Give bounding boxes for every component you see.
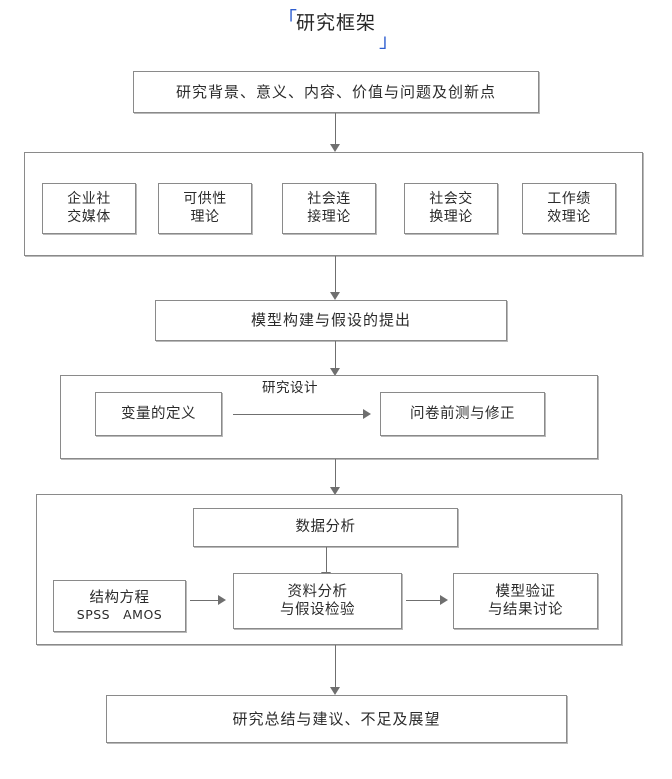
connector-theory-to-model [335, 256, 336, 292]
page-title: 「 研究框架 」 [0, 8, 672, 56]
connector-intro-to-theory [335, 113, 336, 144]
node-theory-4[interactable]: 社会交 换理论 [404, 183, 498, 234]
node-theory-2[interactable]: 可供性 理论 [158, 183, 252, 234]
node-theory-3-line1: 社会连 [307, 191, 351, 207]
node-structural-equation-line2: SPSS AMOS [76, 607, 163, 623]
node-structural-equation[interactable]: 结构方程 SPSS AMOS [53, 580, 186, 632]
node-hypothesis-test-line2: 与假设检验 [280, 602, 355, 618]
node-theory-5-line2: 效理论 [547, 208, 591, 225]
connector-model-to-design [335, 341, 336, 368]
node-intro-label: 研究背景、意义、内容、价值与问题及创新点 [175, 82, 496, 101]
node-structural-equation-line1: 结构方程 [89, 590, 150, 607]
node-theory-4-line2: 换理论 [429, 208, 473, 225]
node-questionnaire-pretest-label: 问卷前测与修正 [410, 405, 515, 422]
node-data-analysis-label: 数据分析 [295, 519, 356, 536]
page-title-text: 研究框架 [295, 12, 376, 34]
node-hypothesis-test-line1: 资料分析 [287, 583, 348, 600]
arrowhead-hypothesis-to-validation [440, 595, 448, 605]
node-conclusion[interactable]: 研究总结与建议、不足及展望 [106, 695, 567, 743]
node-data-analysis[interactable]: 数据分析 [193, 508, 458, 547]
arrowhead-design-to-analysis [330, 487, 340, 495]
node-hypothesis-test[interactable]: 资料分析 与假设检验 [233, 573, 402, 629]
arrowhead-variable-to-questionnaire [363, 409, 371, 419]
quote-close-icon: 」 [378, 30, 398, 52]
node-theory-1[interactable]: 企业社 交媒体 [42, 183, 136, 234]
quote-open-icon: 「 [277, 8, 297, 30]
node-theory-1-line2: 交媒体 [67, 208, 111, 225]
connector-hypothesis-to-validation [406, 600, 440, 601]
connector-design-to-analysis [335, 459, 336, 487]
arrowhead-model-to-design [330, 368, 340, 376]
node-theory-3[interactable]: 社会连 接理论 [282, 183, 376, 234]
node-model-validation-line1: 模型验证 [495, 583, 556, 600]
connector-variable-to-questionnaire [233, 414, 363, 415]
group-design-label: 研究设计 [262, 380, 318, 396]
node-model-label: 模型构建与假设的提出 [250, 311, 411, 330]
node-theory-5[interactable]: 工作绩 效理论 [522, 183, 616, 234]
connector-analysis-to-conclusion [335, 645, 336, 687]
arrowhead-intro-to-theory [330, 144, 340, 152]
arrowhead-theory-to-model [330, 292, 340, 300]
connector-dataanalysis-to-hypothesis [326, 547, 327, 572]
connector-sem-to-hypothesis [190, 600, 218, 601]
node-intro[interactable]: 研究背景、意义、内容、价值与问题及创新点 [133, 71, 539, 113]
node-conclusion-label: 研究总结与建议、不足及展望 [232, 709, 441, 728]
node-theory-4-line1: 社会交 [429, 191, 473, 207]
node-variable-definition-label: 变量的定义 [121, 405, 196, 422]
node-variable-definition[interactable]: 变量的定义 [95, 392, 222, 436]
node-theory-2-line2: 理论 [190, 208, 220, 225]
node-questionnaire-pretest[interactable]: 问卷前测与修正 [380, 392, 545, 436]
node-theory-2-line1: 可供性 [183, 191, 227, 207]
node-model-validation-line2: 与结果讨论 [488, 602, 563, 618]
arrowhead-analysis-to-conclusion [330, 687, 340, 695]
arrowhead-sem-to-hypothesis [218, 595, 226, 605]
node-model-validation[interactable]: 模型验证 与结果讨论 [453, 573, 598, 629]
node-theory-3-line2: 接理论 [307, 208, 351, 225]
node-theory-5-line1: 工作绩 [547, 191, 591, 207]
node-theory-1-line1: 企业社 [67, 191, 111, 207]
node-model[interactable]: 模型构建与假设的提出 [155, 300, 507, 341]
